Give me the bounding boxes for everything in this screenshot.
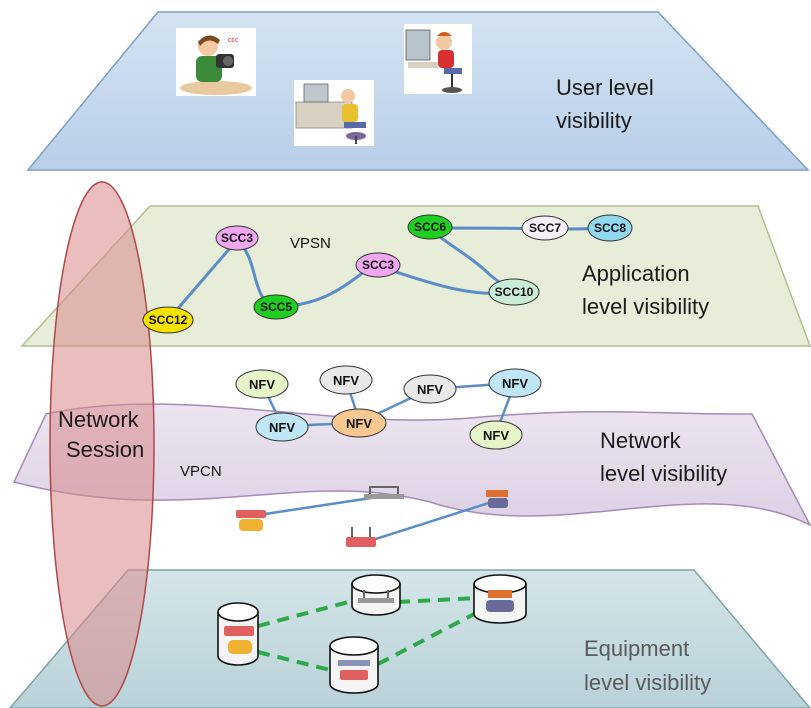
svg-text:NFV: NFV [502, 376, 528, 391]
scc-node: SCC3 [355, 252, 401, 278]
network-session-ellipse [49, 181, 155, 707]
network-equipment-links [251, 494, 499, 546]
user-level-label-2: visibility [556, 108, 632, 133]
person-at-computer-icon [294, 80, 374, 146]
network-level-label-2: level visibility [600, 461, 727, 486]
svg-text:SCC8: SCC8 [594, 221, 626, 235]
firewall-icon [486, 490, 508, 508]
application-level-label-2: level visibility [582, 294, 709, 319]
person-typing-icon [404, 24, 472, 94]
storage-icon [236, 510, 266, 531]
svg-text:SCC3: SCC3 [221, 231, 253, 245]
network-level-label: Network [600, 428, 682, 453]
vpcn-label: VPCN [180, 463, 222, 480]
network-level-plane [12, 403, 811, 527]
scc-node: SCC6 [407, 214, 453, 240]
svg-text:SCC12: SCC12 [149, 313, 188, 327]
svg-text:ccc: ccc [228, 37, 239, 44]
storage-icon [217, 602, 259, 666]
scc-node: SCC3 [215, 225, 259, 251]
svg-text:NFV: NFV [417, 382, 443, 397]
svg-text:NFV: NFV [249, 377, 275, 392]
vpsn-label: VPSN [290, 235, 331, 252]
scc-node: SCC5 [253, 294, 299, 320]
nfv-node: NFV [331, 408, 387, 438]
svg-text:SCC10: SCC10 [495, 285, 534, 299]
router-icon [364, 486, 404, 499]
person-with-camera-icon: ccc [176, 28, 256, 96]
network-session-label-2: Session [66, 437, 144, 462]
svg-text:SCC7: SCC7 [529, 221, 561, 235]
scc-node: SCC8 [587, 214, 633, 242]
svg-text:NFV: NFV [333, 373, 359, 388]
svg-text:NFV: NFV [483, 428, 509, 443]
user-level-label: User level [556, 75, 654, 100]
svg-text:SCC5: SCC5 [260, 300, 292, 314]
nfv-node: NFV [255, 412, 309, 442]
equipment-level-label-2: level visibility [584, 670, 711, 695]
switch-icon [329, 636, 379, 694]
nfv-node: NFV [488, 368, 542, 398]
scc-node: SCC7 [521, 215, 569, 241]
nfv-node: NFV [319, 365, 373, 395]
firewall-icon [473, 574, 527, 624]
application-level-label: Application [582, 261, 690, 286]
svg-text:SCC3: SCC3 [362, 258, 394, 272]
svg-text:SCC6: SCC6 [414, 220, 446, 234]
equipment-level-label: Equipment [584, 636, 689, 661]
svg-text:NFV: NFV [346, 416, 372, 431]
network-session-label: Network [58, 407, 140, 432]
scc-node: SCC10 [488, 278, 540, 306]
svg-text:NFV: NFV [269, 420, 295, 435]
equipment-dashed-links [257, 596, 479, 672]
switch-icon [346, 527, 376, 547]
nfv-node: NFV [469, 420, 523, 450]
equipment-level-plane [9, 569, 811, 708]
scc-node: SCC12 [142, 306, 194, 334]
nfv-node: NFV [403, 374, 457, 404]
nfv-node: NFV [235, 369, 289, 399]
router-icon [351, 574, 401, 616]
